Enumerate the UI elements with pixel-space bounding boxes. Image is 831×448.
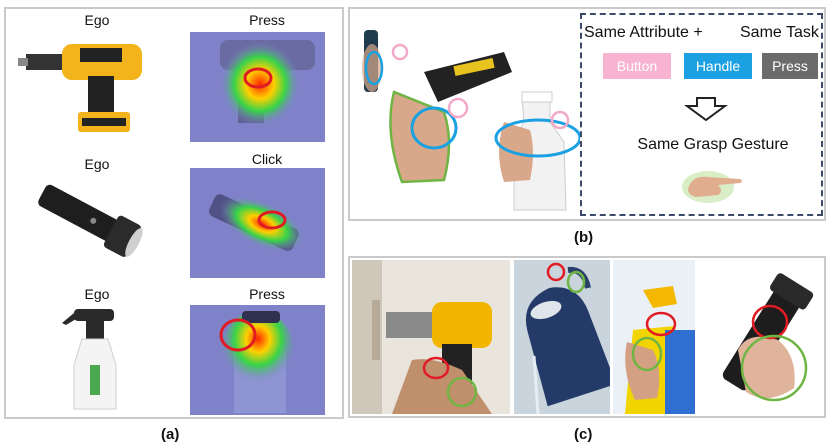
drill-icon: [18, 44, 142, 132]
handle-chip: Handle: [684, 53, 752, 79]
flashlight-heatmap: [190, 168, 325, 278]
drill-heatmap: [190, 32, 325, 142]
flashlight-red-highlight: [257, 210, 287, 230]
spray-ego-image: [44, 305, 144, 415]
drill-c-green-highlight: [446, 376, 478, 408]
same-attribute-heading: Same Attribute +: [584, 24, 703, 41]
down-arrow-icon: [683, 97, 729, 122]
row3-right-label: Press: [249, 286, 285, 302]
same-task-heading: Same Task: [740, 24, 819, 41]
panel-c-caption: (c): [574, 426, 593, 443]
hand-gesture-icon: [682, 171, 742, 203]
panel-b-caption: (b): [574, 229, 594, 246]
same-grasp-result: Same Grasp Gesture: [637, 136, 789, 153]
flashlight-c-red-highlight: [751, 304, 789, 340]
button-chip: Button: [603, 53, 671, 79]
spray-bottle-icon: [62, 309, 117, 410]
cleaner-green-highlight: [631, 336, 663, 372]
panel-c-drill-photo: [352, 260, 510, 414]
flashlight-icon: [38, 184, 143, 257]
row3-left-label: Ego: [84, 286, 110, 302]
panel-a-caption: (a): [161, 426, 180, 443]
kettle-red-highlight: [546, 262, 566, 282]
kettle-green-highlight: [566, 270, 586, 294]
panel-c-kettle-photo: [514, 260, 610, 414]
drill-red-highlight: [243, 67, 273, 89]
spray-heatmap: [190, 305, 325, 415]
cleaner-red-highlight: [645, 311, 677, 337]
drill-ego-image: [18, 32, 158, 137]
flashlight-c-green-highlight: [740, 334, 808, 402]
press-chip: Press: [762, 53, 818, 79]
drill-c-red-highlight: [422, 356, 450, 380]
panel-c-flashlight-photo: [698, 260, 822, 414]
spray-red-highlight: [219, 318, 257, 352]
row2-left-label: Ego: [84, 156, 110, 172]
row1-left-label: Ego: [84, 12, 110, 28]
row1-right-label: Press: [249, 12, 285, 28]
panel-b-photo: [354, 12, 580, 217]
panel-c-cleaner-photo: [613, 260, 695, 414]
row2-right-label: Click: [251, 151, 283, 167]
flashlight-ego-image: [28, 178, 148, 258]
attribute-box: [580, 13, 823, 216]
